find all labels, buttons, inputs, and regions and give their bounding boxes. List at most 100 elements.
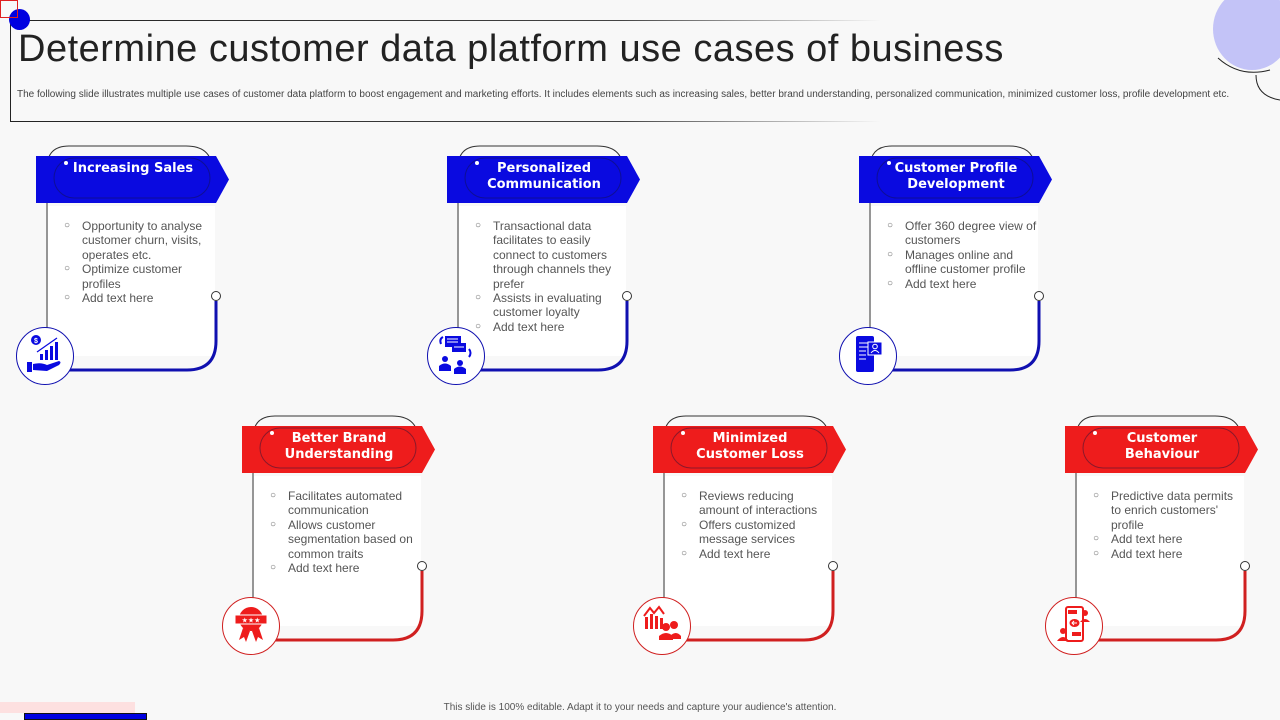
card-banner bbox=[859, 156, 1052, 203]
bullet-text: Transactional data facilitates to easily… bbox=[493, 219, 612, 291]
bullet-list: ○ Transactional data facilitates to easil… bbox=[475, 219, 625, 334]
bullet-item: ○ Add text here bbox=[475, 320, 625, 334]
bullet-circle-icon: ○ bbox=[270, 490, 277, 501]
page-title: Determine customer data platform use cas… bbox=[18, 28, 1004, 70]
bullet-text: Add text here bbox=[288, 561, 360, 576]
card-banner bbox=[1065, 426, 1258, 473]
bullet-list: ○ Offer 360 degree view of customers ○ Mana… bbox=[887, 219, 1037, 291]
card-body bbox=[254, 476, 421, 626]
bullet-list: ○ Opportunity to analyse customer churn, … bbox=[64, 219, 214, 305]
card-banner bbox=[653, 426, 846, 473]
bullet-circle-icon: ○ bbox=[475, 220, 482, 231]
bullet-text: Add text here bbox=[1111, 532, 1183, 547]
bullet-text: Assists in evaluating customer loyalty bbox=[493, 291, 602, 320]
bullet-text: Facilitates automated communication bbox=[288, 489, 403, 518]
card-body bbox=[1077, 476, 1244, 626]
bullet-text: Add text here bbox=[82, 291, 154, 306]
bullet-text: Predictive data permits to enrich custom… bbox=[1111, 489, 1234, 532]
bullet-text: Offer 360 degree view of customers bbox=[905, 219, 1037, 248]
chart-loss-people-icon bbox=[642, 604, 682, 649]
card-banner bbox=[36, 156, 229, 203]
hand-money-growth-icon: $ bbox=[25, 334, 65, 379]
title-frame bbox=[10, 20, 1255, 122]
bullet-circle-icon: ○ bbox=[681, 547, 688, 559]
bullet-text: Reviews reducing amount of interactions bbox=[699, 489, 818, 518]
bullet-circle-icon: ○ bbox=[1093, 547, 1100, 559]
card-title: Minimized Customer Loss bbox=[696, 431, 804, 462]
card-title: Customer Behaviour bbox=[1124, 431, 1200, 462]
deco-circle bbox=[1213, 0, 1280, 70]
bullet-circle-icon: ○ bbox=[64, 263, 71, 275]
use-case-card: Personalized Communication ○ Transactiona… bbox=[427, 145, 677, 396]
card-body bbox=[459, 206, 626, 356]
bullet-circle-icon: ○ bbox=[681, 490, 688, 501]
bullet-circle-icon: ○ bbox=[1093, 490, 1100, 501]
footer-note: This slide is 100% editable. Adapt it to… bbox=[443, 702, 837, 713]
mobile-profile-icon bbox=[848, 334, 888, 379]
use-case-card: Better Brand Understanding ○ Facilitates … bbox=[222, 415, 472, 666]
bullet-item: ○ Transactional data facilitates to easil… bbox=[475, 219, 625, 291]
card-icon-circle bbox=[1045, 597, 1103, 655]
bullet-circle-icon: ○ bbox=[887, 220, 894, 231]
bullet-circle-icon: ○ bbox=[64, 292, 71, 304]
mobile-chat-people-icon bbox=[1054, 604, 1094, 649]
bullet-text: Manages online and offline customer prof… bbox=[905, 247, 1026, 277]
deco-arc bbox=[1217, 57, 1280, 101]
corner-dot-decoration bbox=[9, 9, 30, 30]
title-bottom-rule bbox=[11, 121, 881, 122]
bullet-list: ○Facilitates automated communication○All… bbox=[270, 489, 420, 575]
use-case-card: Customer Behaviour ○ Predictive data perm… bbox=[1045, 415, 1280, 666]
card-icon-circle bbox=[427, 327, 485, 385]
bullet-text: Allows customer segmentation based on co… bbox=[288, 517, 413, 561]
bullet-item: ○ Reviews reducing amount of interactions bbox=[681, 489, 831, 518]
bullet-item: ○ Add text here bbox=[1093, 547, 1243, 561]
footer-pink-bar bbox=[0, 702, 135, 713]
bullet-text: Add text here bbox=[1111, 546, 1183, 561]
card-title: Customer Profile Development bbox=[894, 161, 1018, 192]
bullet-text: Add text here bbox=[905, 276, 977, 291]
bullet-circle-icon: ○ bbox=[475, 320, 482, 332]
use-case-card: Minimized Customer Loss ○ Reviews reducin… bbox=[633, 415, 883, 666]
use-case-card: Customer Profile Development ○ Offer 360 … bbox=[839, 145, 1089, 396]
card-icon-circle: ★★★ bbox=[222, 597, 280, 655]
card-body bbox=[871, 206, 1038, 356]
bullet-text: Opportunity to analyse customer churn, v… bbox=[82, 219, 203, 262]
card-title: Better Brand Understanding bbox=[284, 431, 394, 462]
bullet-text: Optimize customer profiles bbox=[82, 262, 183, 291]
bullet-list: ○ Reviews reducing amount of interactions… bbox=[681, 489, 831, 561]
bullet-circle-icon: ○ bbox=[1093, 533, 1100, 545]
bullet-circle-icon: ○ bbox=[887, 277, 894, 289]
card-body bbox=[48, 206, 215, 356]
bullet-item: ○ Opportunity to analyse customer churn, … bbox=[64, 219, 214, 262]
card-title: Increasing Sales bbox=[72, 161, 194, 176]
bullet-item: ○ Add text here bbox=[270, 561, 420, 575]
bullet-text: Add text here bbox=[699, 546, 771, 561]
bullet-item: ○ Facilitates automated communication bbox=[270, 489, 420, 518]
bullet-list: ○ Predictive data permits to enrich custo… bbox=[1093, 489, 1243, 561]
bullet-item: ○ Add text here bbox=[1093, 532, 1243, 546]
bullet-item: ○Allows customer segmentation based on c… bbox=[270, 518, 420, 561]
card-icon-circle bbox=[633, 597, 691, 655]
card-title: Personalized Communication bbox=[487, 161, 601, 192]
card-banner bbox=[242, 426, 435, 473]
bullet-circle-icon: ○ bbox=[64, 220, 71, 231]
bullet-circle-icon: ○ bbox=[681, 518, 688, 530]
chat-people-icon bbox=[436, 334, 476, 379]
bullet-item: ○ Predictive data permits to enrich custo… bbox=[1093, 489, 1243, 532]
bullet-item: ○ Offer 360 degree view of customers bbox=[887, 219, 1037, 248]
use-case-card: Increasing Sales ○ Opportunity to analyse… bbox=[16, 145, 266, 396]
badge-stars-icon: ★★★ bbox=[231, 604, 271, 649]
bullet-text: Add text here bbox=[493, 319, 565, 334]
title-top-rule bbox=[11, 20, 881, 21]
slide-subtitle: The following slide illustrates multiple… bbox=[17, 89, 1230, 100]
footer-blue-bar bbox=[24, 713, 147, 720]
card-icon-circle: $ bbox=[16, 327, 74, 385]
bullet-item: ○ Add text here bbox=[681, 547, 831, 561]
bullet-item: ○ Offers customized message services bbox=[681, 518, 831, 547]
corner-square-decoration bbox=[0, 0, 18, 18]
bullet-text: Offers customized message services bbox=[699, 517, 796, 547]
card-body bbox=[665, 476, 832, 626]
card-banner bbox=[447, 156, 640, 203]
bullet-circle-icon: ○ bbox=[270, 562, 277, 574]
bullet-item: ○ Add text here bbox=[64, 291, 214, 305]
